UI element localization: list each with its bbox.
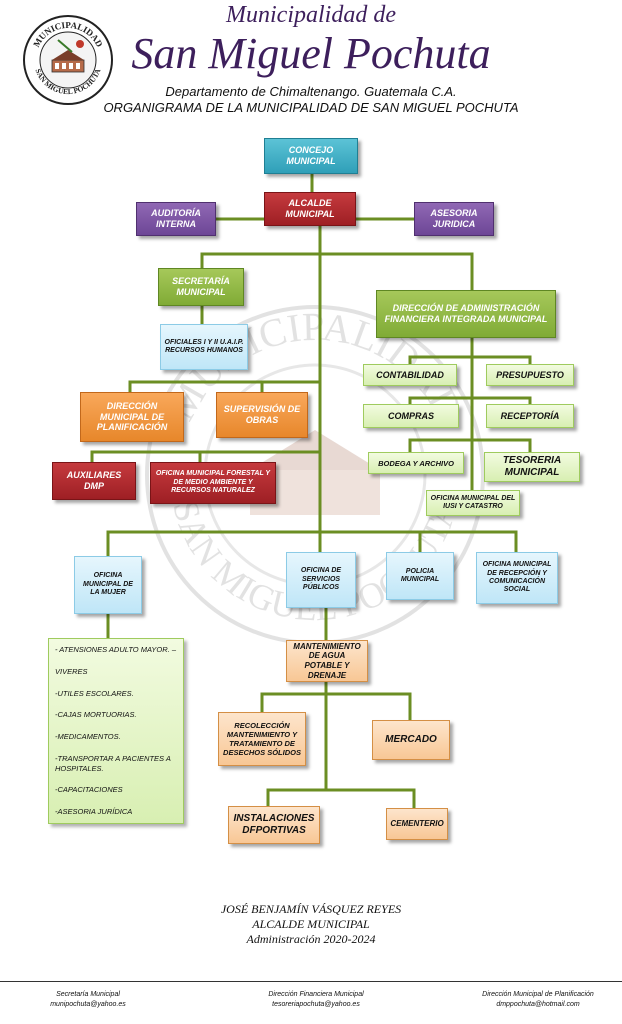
node-oficina-servicios-publicos: OFICINA DE SERVICIOS PÚBLICOS	[286, 552, 356, 608]
municipal-seal-logo: MUNICIPALIDAD SAN MIGUEL POCHUTA	[23, 15, 113, 105]
node-oficiales-uaip-rrhh: OFICIALES I Y II U.A.I.P. RECURSOS HUMAN…	[160, 324, 248, 370]
node-oficina-forestal-medio-ambiente: OFICINA MUNICIPAL FORESTAL Y DE MEDIO AM…	[150, 462, 276, 504]
footer-secretaria-title: Secretaría Municipal	[56, 991, 120, 998]
node-recoleccion-desechos: RECOLECCIÓN MANTENIMIENTO Y TRATAMIENTO …	[218, 712, 306, 766]
signature-period: Administración 2020-2024	[246, 932, 376, 946]
list-item: VIVERES	[55, 666, 88, 676]
list-item: -MEDICAMENTOS.	[55, 732, 121, 741]
mujer-programs-list: - ATENSIONES ADULTO MAYOR. – VIVERES -UT…	[48, 638, 184, 824]
header-subtitle-organigram: ORGANIGRAMA DE LA MUNICIPALIDAD DE SAN M…	[103, 100, 519, 115]
list-item: -UTILES ESCOLARES.	[55, 688, 134, 698]
list-item: -CAJAS MORTUORIAS.	[55, 710, 137, 720]
node-compras: COMPRAS	[363, 404, 459, 428]
node-oficina-iusi-catastro: OFICINA MUNICIPAL DEL IUSI Y CATASTRO	[426, 490, 520, 516]
node-asesoria-juridica: ASESORIA JURIDICA	[414, 202, 494, 236]
node-cementerio: CEMENTERIO	[386, 808, 448, 840]
footer-financiera-title: Dirección Financiera Municipal	[268, 991, 364, 998]
list-item: -ASESORIA JURÍDICA	[55, 807, 133, 816]
node-policia-municipal: POLICIA MUNICIPAL	[386, 552, 454, 600]
signature-role: ALCALDE MUNICIPAL	[252, 917, 370, 931]
signature-name: JOSÉ BENJAMÍN VÁSQUEZ REYES	[220, 902, 402, 916]
node-concejo-municipal: CONCEJO MUNICIPAL	[264, 138, 358, 174]
node-mantenimiento-agua-drenaje: MANTENIMIENTO DE AGUA POTABLE Y DRENAJE	[286, 640, 368, 682]
node-direccion-administracion-financiera: DIRECCIÓN DE ADMINISTRACIÓN FINANCIERA I…	[376, 290, 556, 338]
footer-financiera: Dirección Financiera Municipal tesoreria…	[236, 990, 396, 1010]
node-oficina-recepcion-comunicacion: OFICINA MUNICIPAL DE RECEPCIÓN Y COMUNIC…	[476, 552, 558, 604]
footer-secretaria-email[interactable]: munipochuta@yahoo.es	[50, 1000, 126, 1008]
node-direccion-municipal-planificacion: DIRECCIÓN MUNICIPAL DE PLANIFICACIÓN	[80, 392, 184, 442]
node-tesoreria-municipal: TESORERIA MUNICIPAL	[484, 452, 580, 482]
node-presupuesto: PRESUPUESTO	[486, 364, 574, 386]
node-auxiliares-dmp: AUXILIARES DMP	[52, 462, 136, 500]
footer-planificacion-email[interactable]: dmppochuta@hotmail.com	[496, 1000, 580, 1008]
header-subtitle-department: Departamento de Chimaltenango. Guatemala…	[165, 84, 457, 99]
list-item: -CAPACITACIONES	[55, 785, 123, 795]
node-contabilidad: CONTABILIDAD	[363, 364, 457, 386]
header-title-line1: Municipalidad de	[226, 2, 396, 28]
node-supervision-obras: SUPERVISIÓN DE OBRAS	[216, 392, 308, 438]
list-item: - ATENSIONES ADULTO MAYOR. –	[55, 645, 176, 654]
node-instalaciones-deportivas: INSTALACIONES DFPORTIVAS	[228, 806, 320, 844]
node-secretaria-municipal: SECRETARÍA MUNICIPAL	[158, 268, 244, 306]
footer-planificacion-title: Dirección Municipal de Planificación	[482, 991, 594, 998]
footer-secretaria: Secretaría Municipal munipochuta@yahoo.e…	[18, 990, 158, 1010]
footer-financiera-email[interactable]: tesoreriapochuta@yahoo.es	[272, 1000, 360, 1008]
node-bodega-archivo: BODEGA Y ARCHIVO	[368, 452, 464, 474]
node-receptoria: RECEPTORÍA	[486, 404, 574, 428]
node-oficina-mujer: OFICINA MUNICIPAL DE LA MUJER	[74, 556, 142, 614]
footer-divider	[0, 981, 622, 982]
header-title-line2: San Miguel Pochuta	[131, 29, 491, 78]
footer-planificacion: Dirección Municipal de Planificación dmp…	[458, 990, 618, 1010]
node-auditoria-interna: AUDITORÍA INTERNA	[136, 202, 216, 236]
node-mercado: MERCADO	[372, 720, 450, 760]
list-item: -TRANSPORTAR A PACIENTES A HOSPITALES.	[55, 753, 171, 773]
node-alcalde-municipal: ALCALDE MUNICIPAL	[264, 192, 356, 226]
